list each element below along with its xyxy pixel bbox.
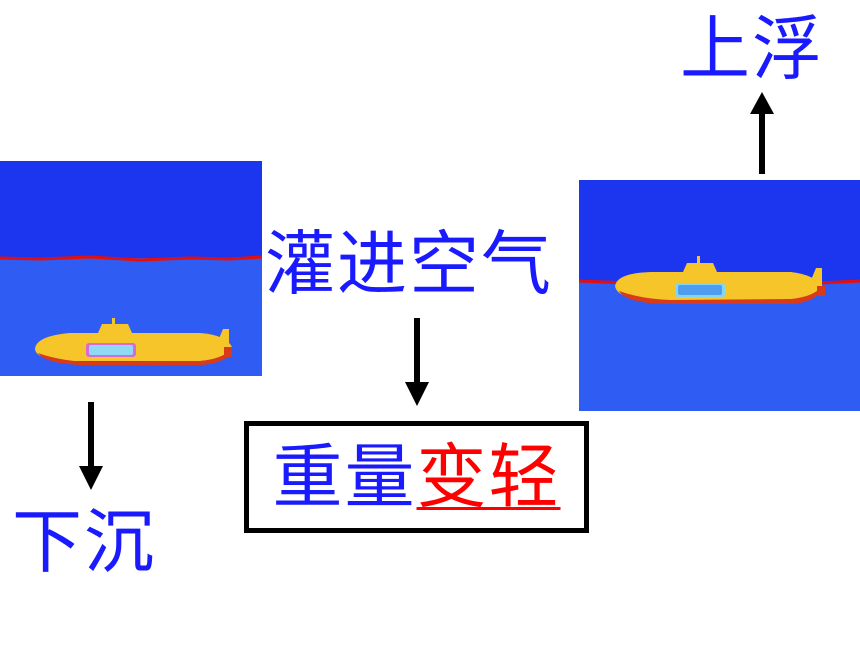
submerged-submarine-image [0,161,262,376]
float-up-label: 上浮 [680,8,824,90]
arrow-down-icon [79,402,103,490]
arrow-up-icon [750,92,774,174]
weight-result-box: 重量变轻 [244,421,589,533]
fill-air-label: 灌进空气 [265,223,553,305]
sink-label: 下沉 [12,501,156,583]
floating-submarine-image [579,180,860,411]
arrow-down-icon [405,318,429,406]
submarine-icon [615,256,825,304]
submarine-icon [35,318,232,365]
weight-label: 重量 [272,436,417,518]
lighter-label: 变轻 [416,436,561,518]
